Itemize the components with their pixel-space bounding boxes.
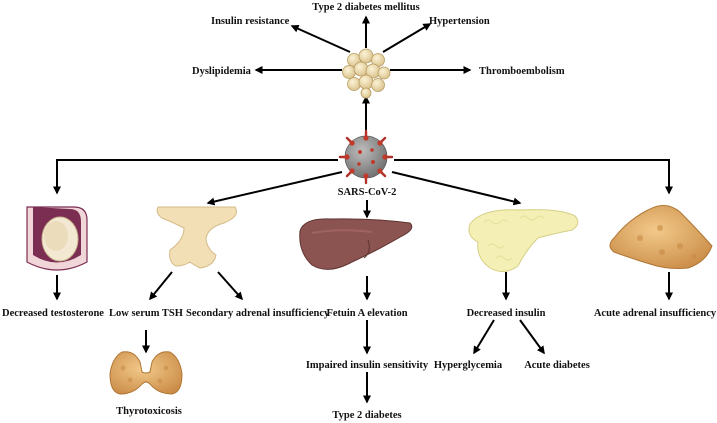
liver-icon: [299, 218, 413, 270]
pancreas-icon: [468, 209, 579, 272]
label-hypertension: Hypertension: [429, 16, 490, 27]
arrow-insulin-to-hyperglycemia: [473, 319, 495, 355]
adrenal-gland-icon: [609, 205, 713, 269]
label-decreased-insulin: Decreased insulin: [467, 308, 546, 319]
testis-icon: [26, 206, 88, 271]
coronavirus-icon: [338, 129, 394, 185]
label-hyperglycemia: Hyperglycemia: [434, 360, 503, 371]
branch-to-testis: [53, 159, 338, 195]
label-thyrotoxicosis: Thyrotoxicosis: [116, 406, 182, 417]
label-acute-diabetes: Acute diabetes: [524, 360, 590, 371]
arrow-pituitary-to-adrenal2: [217, 271, 243, 301]
label-decreased-testosterone: Decreased testosterone: [2, 308, 104, 319]
label-insulin-resistance: Insulin resistance: [211, 16, 290, 27]
label-t2dm: Type 2 diabetes mellitus: [312, 2, 419, 13]
label-acute-adrenal: Acute adrenal insufficiency: [594, 308, 717, 319]
arrow-insulin-to-acute-diabetes: [519, 319, 545, 355]
label-thromboembolism: Thromboembolism: [479, 66, 565, 77]
arrow-to-pancreas: [391, 171, 522, 206]
label-secondary-adrenal: Secondary adrenal insufficiency: [186, 308, 330, 319]
arrow-to-pituitary: [206, 171, 343, 206]
arrow-to-hypertension: [382, 23, 432, 53]
label-virus: SARS-CoV-2: [338, 187, 397, 198]
thyroid-gland-icon: [109, 351, 183, 395]
adipose-tissue-icon: [342, 48, 391, 99]
pituitary-gland-icon: [156, 206, 238, 269]
label-dyslipidemia: Dyslipidemia: [192, 66, 252, 77]
branch-to-adrenal: [394, 159, 673, 195]
label-impaired-insulin: Impaired insulin sensitivity: [306, 360, 429, 371]
arrows: [53, 15, 673, 404]
label-type2-diabetes: Type 2 diabetes: [332, 410, 401, 421]
label-fetuin: Fetuin A elevation: [326, 308, 407, 319]
arrow-pituitary-to-tsh: [149, 271, 173, 301]
label-low-tsh: Low serum TSH: [109, 308, 183, 319]
arrow-to-insulin-resistance: [290, 25, 351, 53]
